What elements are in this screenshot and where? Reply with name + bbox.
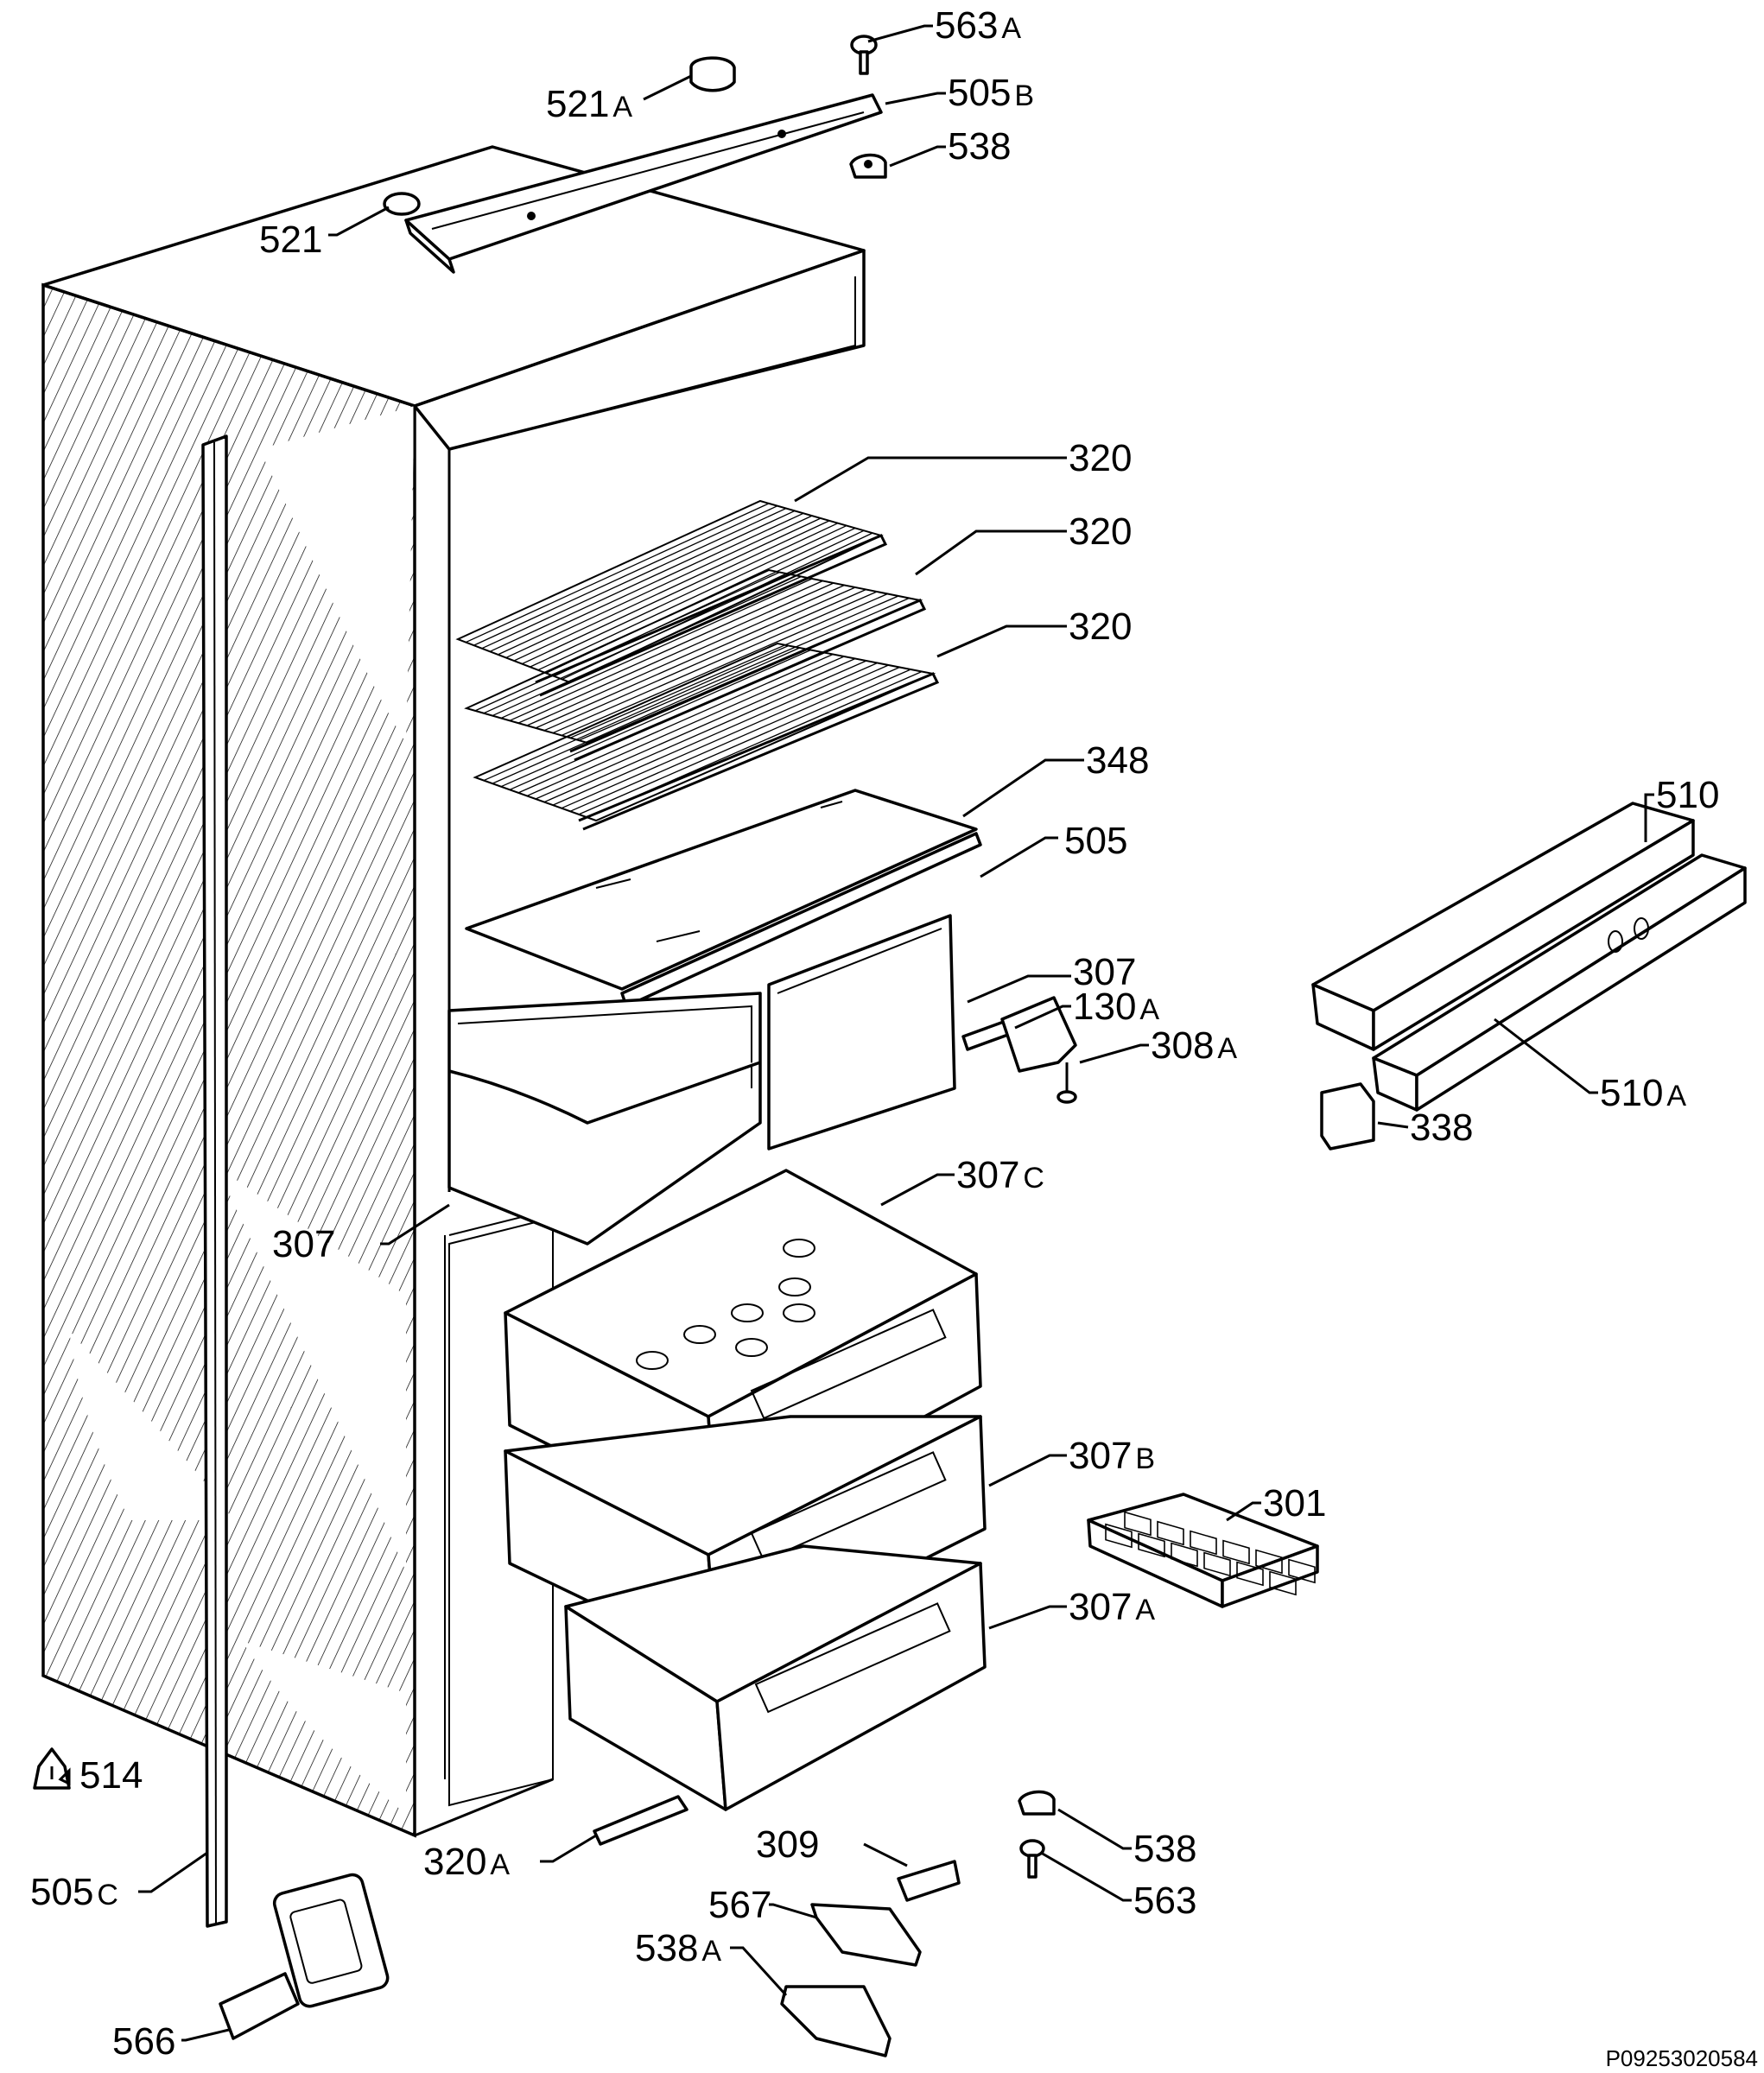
wire-shelf-3 <box>473 642 940 831</box>
drawer-rail-320a <box>593 1795 688 1846</box>
clip-309 <box>897 1860 961 1902</box>
callout-538-top: 538 <box>948 125 1011 168</box>
callout-338: 338 <box>1410 1106 1473 1149</box>
callout-307-right: 307 <box>1073 951 1136 993</box>
hinge-plate-538a <box>780 1985 892 2057</box>
handle-rail-510a <box>1372 853 1747 1112</box>
callout-514: 514 <box>79 1754 143 1797</box>
screw-563 <box>1019 1839 1045 1879</box>
cabinet-body <box>41 145 866 1838</box>
key-566 <box>219 1873 390 2040</box>
callout-567: 567 <box>708 1884 771 1926</box>
callout-538-bottom: 538 <box>1133 1828 1196 1870</box>
callout-320-3: 320 <box>1069 605 1132 648</box>
screw-563a <box>850 35 878 75</box>
callout-320-2: 320 <box>1069 510 1132 553</box>
callout-320-1: 320 <box>1069 437 1132 479</box>
crisper-drawer-left <box>447 992 762 1246</box>
callout-309: 309 <box>756 1823 819 1866</box>
hinge-plate-567 <box>810 1903 922 1967</box>
callout-505: 505 <box>1064 820 1127 862</box>
callout-307-left: 307 <box>272 1223 335 1265</box>
crisper-drawer-right <box>767 914 956 1151</box>
handle-rail-510 <box>1311 802 1695 1051</box>
ice-cube-tray <box>1087 1493 1319 1608</box>
wire-shelves <box>455 499 940 831</box>
hinge-bracket-538-top <box>849 153 887 179</box>
hinge-cap-521a <box>689 56 736 92</box>
top-hinge-rail <box>404 93 883 274</box>
lower-hinge-308a <box>1000 996 1077 1104</box>
end-cap-338 <box>1320 1082 1375 1151</box>
hinge-cap-521 <box>383 192 421 216</box>
door-gasket-strip <box>201 434 228 1928</box>
document-code: P09253020584 <box>1606 2045 1758 2071</box>
callout-521: 521 <box>259 219 322 261</box>
freezer-basket-307a <box>564 1544 987 1811</box>
callout-301: 301 <box>1263 1482 1326 1525</box>
hinge-bracket-538-bottom <box>1018 1790 1056 1816</box>
glass-shelf <box>465 789 978 991</box>
callout-563: 563 <box>1133 1880 1196 1922</box>
leader-lines <box>50 24 1654 2042</box>
callout-510: 510 <box>1656 774 1719 816</box>
wire-shelf-1 <box>455 499 888 697</box>
callout-566: 566 <box>112 2020 175 2063</box>
callout-348: 348 <box>1086 739 1149 782</box>
